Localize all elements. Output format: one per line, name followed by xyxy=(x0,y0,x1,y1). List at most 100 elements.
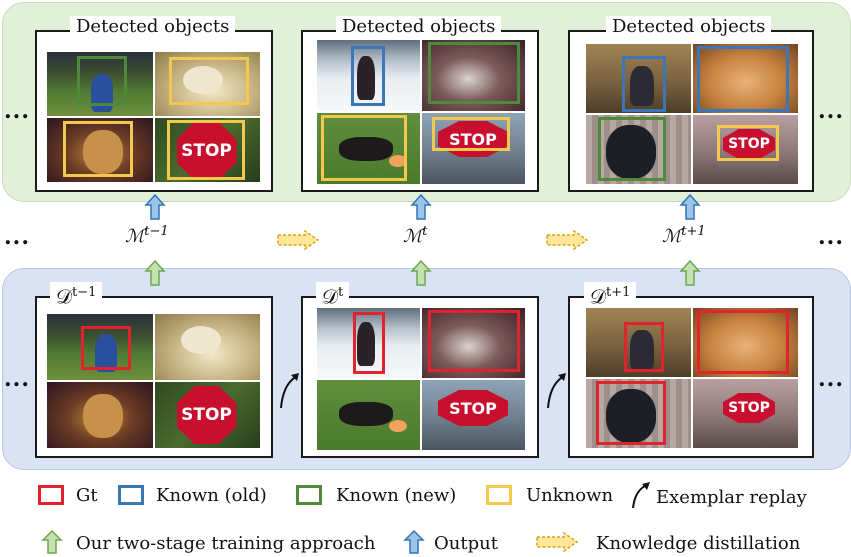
ellipsis: ... xyxy=(818,366,844,392)
image-dog xyxy=(47,382,153,448)
box-known-new xyxy=(598,117,666,181)
stop-sign: STOP xyxy=(438,390,508,426)
image-stop-street: STOP xyxy=(422,380,525,450)
image-snow-person xyxy=(317,308,420,378)
image-cat xyxy=(154,314,260,380)
legend-output-label: Output xyxy=(434,533,498,554)
stop-text: STOP xyxy=(728,136,770,152)
image-dog-frisbee xyxy=(317,113,420,184)
dataset-symbol: 𝒟 xyxy=(590,284,606,309)
model-superscript: t−1 xyxy=(144,224,169,239)
box-gt xyxy=(697,310,789,374)
box-unknown xyxy=(168,57,249,105)
image-cat-closeup xyxy=(422,308,525,378)
dashed-right-arrow-icon xyxy=(536,531,579,553)
detected-frame-next: STOP xyxy=(568,30,814,192)
stop-text: STOP xyxy=(449,129,497,149)
image-black-dog xyxy=(586,115,691,184)
legend-known-old-swatch xyxy=(118,485,144,505)
model-symbol: ℳ xyxy=(125,226,145,247)
image-orange-cat xyxy=(693,44,798,113)
stop-sign: STOP xyxy=(176,386,237,444)
dataset-superscript: t−1 xyxy=(71,285,97,300)
dashed-right-arrow-icon xyxy=(546,229,589,251)
stop-text: STOP xyxy=(181,141,232,161)
image-stop: STOP xyxy=(154,382,260,448)
image-stop-road: STOP xyxy=(693,379,798,448)
green-up-arrow-icon xyxy=(41,529,63,554)
stop-sign: STOP xyxy=(176,122,237,180)
blue-up-arrow-icon xyxy=(679,193,701,220)
model-next-label: ℳt+1 xyxy=(662,224,706,247)
box-unknown xyxy=(166,120,245,180)
box-gt xyxy=(596,381,666,445)
legend-known-old-label: Known (old) xyxy=(156,485,267,506)
legend-two-stage-label: Our two-stage training approach xyxy=(76,533,376,554)
dataset-frame-next: STOP xyxy=(568,296,814,458)
stop-sign: STOP xyxy=(438,121,508,157)
ellipsis: ... xyxy=(4,224,30,250)
ellipsis: ... xyxy=(4,98,30,124)
box-gt xyxy=(428,310,520,372)
stop-sign: STOP xyxy=(723,129,775,159)
model-curr-label: ℳt xyxy=(403,224,427,247)
legend-unknown-label: Unknown xyxy=(526,485,614,506)
ellipsis: ... xyxy=(4,366,30,392)
box-known-new xyxy=(77,56,127,106)
box-known-old xyxy=(697,46,789,112)
legend-exemplar-replay-label: Exemplar replay xyxy=(656,487,807,508)
image-orange-cat xyxy=(693,308,798,377)
dataset-superscript: t xyxy=(337,285,344,300)
box-gt xyxy=(353,312,385,374)
dataset-title-curr: 𝒟t xyxy=(316,282,350,309)
model-superscript: t xyxy=(422,224,428,239)
curved-arrow-icon xyxy=(280,373,299,409)
image-person-room xyxy=(586,308,691,377)
dashed-right-arrow-icon xyxy=(277,229,320,251)
box-unknown xyxy=(321,115,407,181)
box-gt xyxy=(624,322,664,372)
curved-arrow-icon xyxy=(632,482,650,509)
box-unknown xyxy=(432,117,510,151)
ellipsis: ... xyxy=(818,224,844,250)
model-superscript: t+1 xyxy=(681,224,706,239)
image-dog-frisbee xyxy=(317,380,420,450)
stop-text: STOP xyxy=(449,398,497,418)
box-known-old xyxy=(351,46,385,106)
blue-up-arrow-icon xyxy=(144,193,166,220)
detected-frame-prev: STOP xyxy=(35,30,273,192)
green-up-arrow-icon xyxy=(144,259,166,286)
image-stop-road: STOP xyxy=(693,115,798,184)
blue-up-arrow-icon xyxy=(410,193,432,220)
dataset-symbol: 𝒟 xyxy=(322,284,338,309)
box-known-old xyxy=(622,56,666,112)
dataset-superscript: t+1 xyxy=(605,285,631,300)
dataset-symbol: 𝒟 xyxy=(56,284,72,309)
ellipsis: ... xyxy=(818,98,844,124)
image-black-dog xyxy=(586,379,691,448)
legend-gt-swatch xyxy=(38,485,64,505)
image-cat-closeup xyxy=(422,40,525,111)
dataset-frame-curr: STOP xyxy=(301,296,539,458)
model-symbol: ℳ xyxy=(662,226,682,247)
image-dog xyxy=(47,118,153,182)
image-stop: STOP xyxy=(154,118,260,182)
frame-title: Detected objects xyxy=(606,16,772,38)
dataset-frame-prev: STOP xyxy=(35,296,273,458)
image-cat xyxy=(154,52,260,116)
model-symbol: ℳ xyxy=(403,226,423,247)
image-person-room xyxy=(586,44,691,113)
box-unknown xyxy=(63,121,133,177)
detected-frame-curr: STOP xyxy=(301,30,539,192)
box-known-new xyxy=(428,42,520,104)
legend-knowledge-distillation-label: Knowledge distillation xyxy=(596,533,801,554)
legend-unknown-swatch xyxy=(486,485,512,505)
legend-known-new-label: Known (new) xyxy=(336,485,457,506)
stop-text: STOP xyxy=(728,400,770,416)
stop-sign: STOP xyxy=(723,393,775,423)
box-gt xyxy=(81,326,131,370)
curved-arrow-icon xyxy=(547,373,566,409)
image-snow-person xyxy=(317,40,420,111)
legend-gt-label: Gt xyxy=(76,485,98,506)
